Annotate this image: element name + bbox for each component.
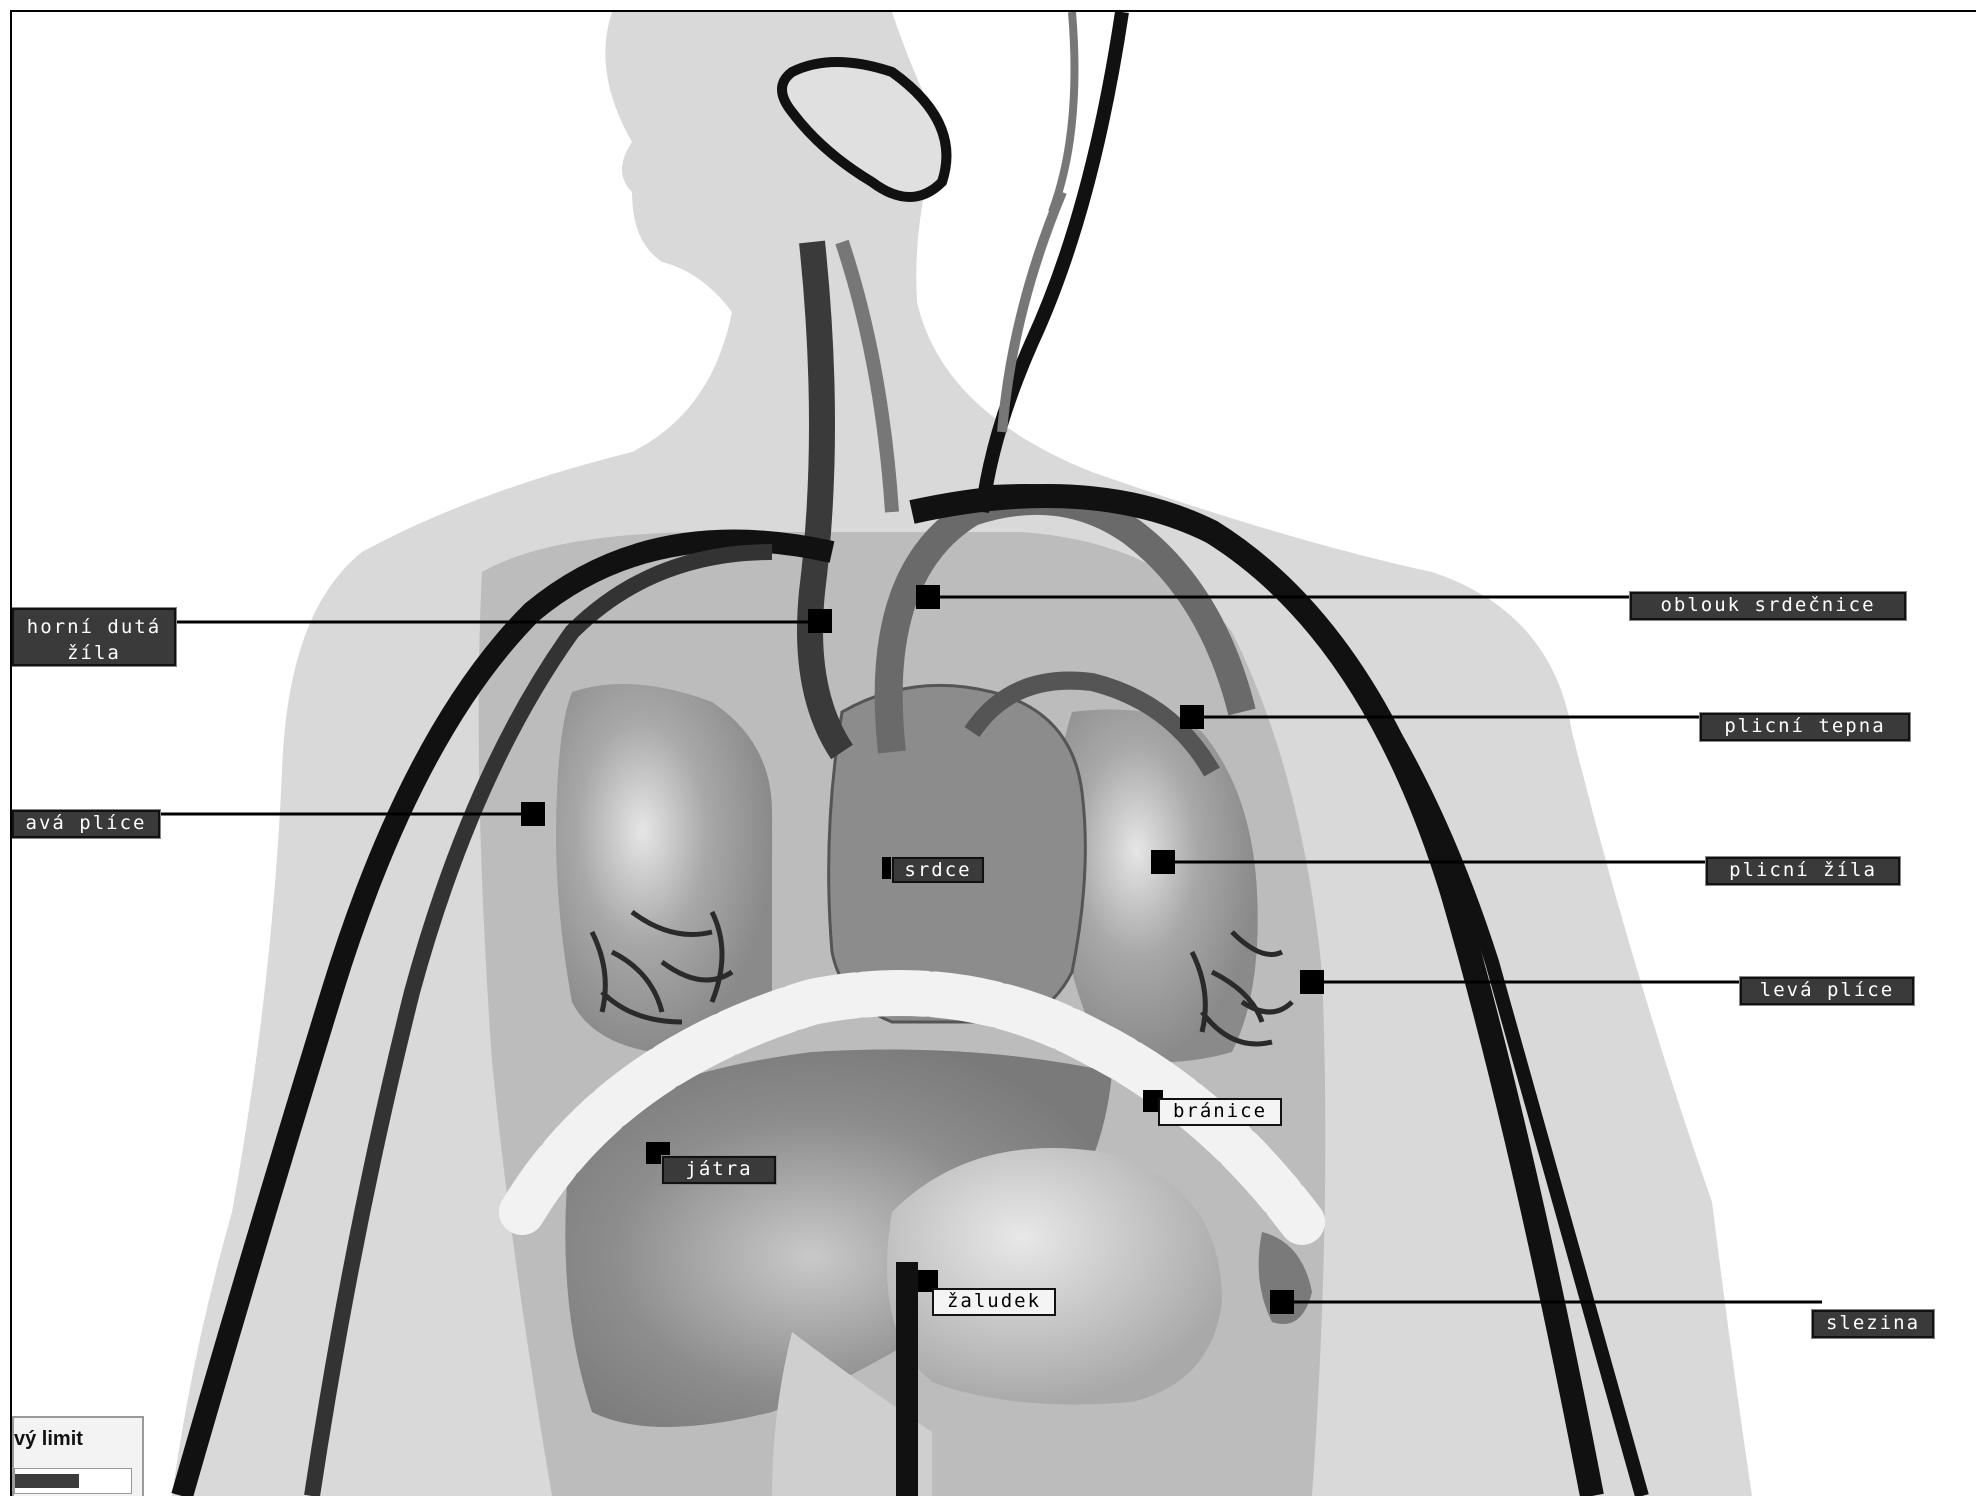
marker-prava-plice	[521, 802, 545, 826]
time-limit-progress	[14, 1468, 132, 1494]
label-prava-plice[interactable]: avá plíce	[12, 810, 160, 838]
label-horni-duta-zila[interactable]: horní dutá žíla	[12, 608, 176, 666]
marker-horni-duta-zila	[808, 609, 832, 633]
label-jatra[interactable]: játra	[662, 1156, 776, 1184]
label-oblouk-srdecnice[interactable]: oblouk srdečnice	[1630, 592, 1906, 620]
marker-plicni-zila	[1151, 850, 1175, 874]
time-limit-label: vý limit	[14, 1428, 83, 1451]
marker-plicni-tepna	[1180, 705, 1204, 729]
label-srdce[interactable]: srdce	[892, 857, 984, 883]
marker-slezina	[1270, 1290, 1294, 1314]
label-leva-plice[interactable]: levá plíce	[1740, 977, 1914, 1005]
marker-leva-plice	[1300, 970, 1324, 994]
marker-oblouk-srdecnice	[916, 585, 940, 609]
label-zaludek[interactable]: žaludek	[932, 1288, 1056, 1316]
label-plicni-zila[interactable]: plicní žíla	[1706, 857, 1900, 885]
diagram-frame: horní dutá žíla oblouk srdečnice plicní …	[10, 10, 1976, 1496]
label-slezina[interactable]: slezina	[1812, 1310, 1934, 1338]
anatomy-illustration	[12, 12, 1976, 1496]
label-branice[interactable]: bránice	[1158, 1098, 1282, 1126]
right-lung	[556, 684, 772, 1052]
time-limit-progress-fill	[15, 1474, 79, 1488]
neck-vessel-4	[1052, 12, 1075, 212]
neck-vessel-2	[982, 12, 1122, 512]
label-plicni-tepna[interactable]: plicní tepna	[1700, 713, 1910, 741]
time-limit-panel: vý limit	[12, 1416, 144, 1496]
